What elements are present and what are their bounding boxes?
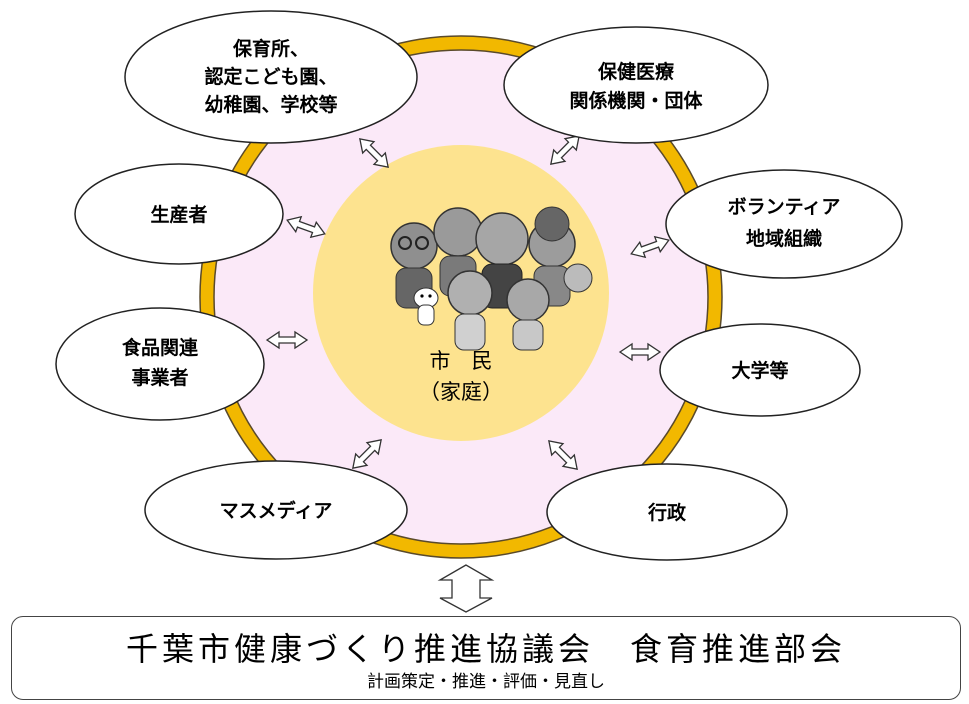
arrow-volunteer — [630, 235, 670, 259]
node-food-business: 食品関連 事業者 — [55, 307, 265, 421]
arrow-university — [618, 342, 662, 362]
node-health: 保健医療 関係機関・団体 — [503, 26, 769, 144]
arrow-mass-media — [352, 439, 382, 469]
node-mass-media: マスメディア — [144, 460, 408, 560]
node-volunteer-line1: ボランティア — [728, 196, 841, 218]
node-producers: 生産者 — [74, 163, 284, 265]
arrow-food-business — [265, 330, 309, 350]
node-food-business-line1: 食品関連 — [122, 336, 199, 359]
family-illustration — [390, 206, 593, 351]
node-nursery-line1: 保育所、 — [232, 37, 309, 60]
connector-arrows — [265, 135, 670, 613]
node-government-line1: 行政 — [647, 501, 687, 524]
arrow-government — [548, 440, 578, 470]
arrow-producers — [286, 215, 326, 239]
node-volunteer: ボランティア 地域組織 — [665, 169, 903, 279]
node-food-business-line2: 事業者 — [131, 366, 188, 389]
node-health-line2: 関係機関・団体 — [569, 89, 703, 112]
arrow-council — [437, 564, 495, 613]
node-nursery-line2: 認定こども園、 — [204, 65, 337, 88]
arrow-nursery — [359, 138, 389, 168]
council-box: 千葉市健康づくり推進協議会 食育推進部会 計画策定・推進・評価・見直し — [11, 616, 961, 700]
node-university-line1: 大学等 — [731, 359, 788, 382]
council-subtitle: 計画策定・推進・評価・見直し — [367, 672, 605, 692]
center-label-line2: （家庭） — [419, 380, 503, 404]
node-mass-media-line1: マスメディア — [220, 499, 333, 522]
node-volunteer-line2: 地域組織 — [746, 227, 822, 250]
node-nursery: 保育所、 認定こども園、 幼稚園、学校等 — [124, 10, 418, 144]
node-producers-line1: 生産者 — [150, 203, 207, 226]
node-government: 行政 — [546, 463, 788, 561]
node-nursery-line3: 幼稚園、学校等 — [204, 93, 337, 116]
council-title: 千葉市健康づくり推進協議会 食育推進部会 — [125, 630, 846, 668]
center-label-line1: 市 民 — [430, 349, 493, 373]
node-health-line1: 保健医療 — [597, 60, 675, 83]
node-university: 大学等 — [659, 323, 861, 417]
